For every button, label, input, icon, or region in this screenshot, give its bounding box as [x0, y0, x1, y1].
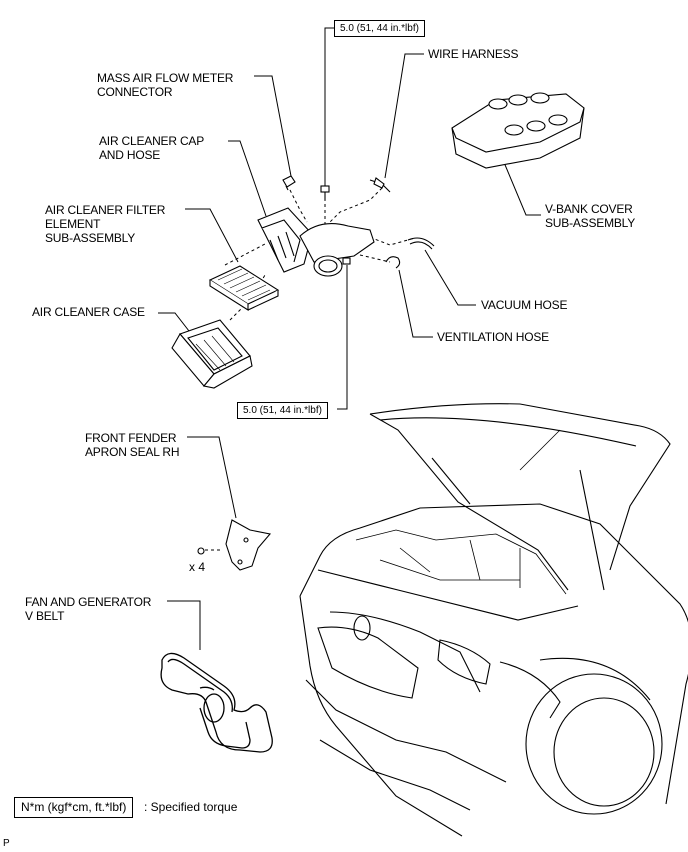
- torque-label-top: 5.0 (51, 44 in.*lbf): [334, 20, 425, 37]
- cleaner-case-label: AIR CLEANER CASE: [32, 305, 145, 319]
- fender-seal-label: FRONT FENDER APRON SEAL RH: [85, 431, 180, 459]
- leader-ventilation: [398, 269, 433, 338]
- cleaner-cap-label: AIR CLEANER CAP AND HOSE: [99, 134, 205, 162]
- leader-lines: [158, 27, 541, 650]
- ventilation-hose-label: VENTILATION HOSE: [437, 330, 549, 344]
- figure-code: P: [3, 838, 10, 849]
- wire-harness-label: WIRE HARNESS: [428, 47, 519, 61]
- maf-connector-part: [282, 175, 296, 191]
- leader-filter: [185, 208, 239, 263]
- leader-vbank: [502, 159, 541, 216]
- fender-seal-part: [225, 519, 272, 571]
- vehicle-outline: [299, 403, 688, 837]
- bolt-top-part: [320, 185, 330, 200]
- leader-belt: [167, 600, 201, 650]
- legend-torque-box: N*m (kgf*cm, ft.*lbf): [14, 797, 134, 818]
- maf-connector-label: MASS AIR FLOW METER CONNECTOR: [97, 71, 234, 99]
- leader-torque-bottom: [337, 265, 348, 410]
- leader-wire-harness: [384, 53, 424, 179]
- air-cleaner-case-part: [171, 319, 253, 389]
- leader-vacuum: [424, 249, 476, 306]
- quantity-label: x 4: [189, 560, 206, 574]
- bolt-bottom-part: [342, 257, 351, 265]
- ventilation-hose-part: [385, 256, 401, 269]
- vacuum-hose-part: [407, 237, 435, 250]
- vacuum-hose-label: VACUUM HOSE: [481, 298, 568, 312]
- torque-label-bottom: 5.0 (51, 44 in.*lbf): [237, 402, 328, 419]
- air-cleaner-cap-part: [257, 207, 375, 277]
- leader-torque-top: [324, 27, 334, 186]
- legend-text: : Specified torque: [144, 800, 238, 814]
- leader-fender: [187, 436, 237, 519]
- v-belt-part: [160, 652, 273, 753]
- filter-element-part: [208, 265, 280, 311]
- wire-harness-part: [369, 177, 391, 193]
- v-bank-cover-part: [451, 92, 585, 169]
- clip-part: [197, 547, 205, 555]
- leader-maf-connector: [254, 75, 292, 177]
- vbank-cover-label: V-BANK COVER SUB-ASSEMBLY: [545, 202, 636, 230]
- fan-belt-label: FAN AND GENERATOR V BELT: [25, 595, 152, 623]
- leader-cleaner-cap: [228, 140, 267, 217]
- filter-element-label: AIR CLEANER FILTER ELEMENT SUB-ASSEMBLY: [45, 203, 166, 245]
